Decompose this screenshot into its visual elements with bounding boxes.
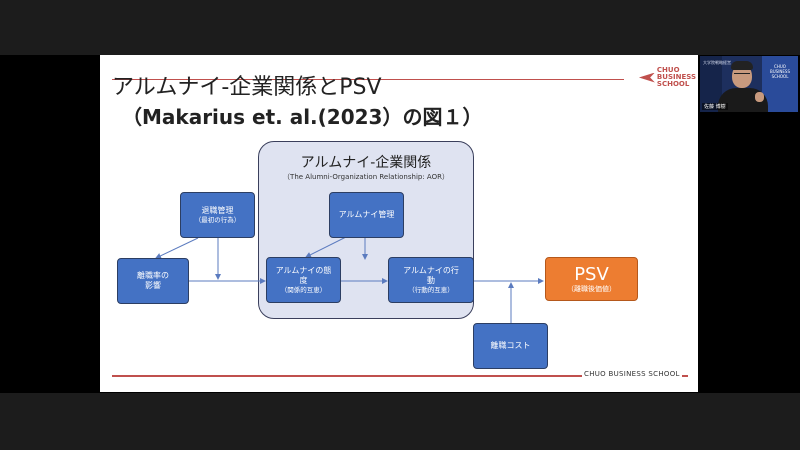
node-turnover-impact: 離職率の 影響 bbox=[117, 258, 189, 304]
meeting-top-bar bbox=[0, 0, 800, 55]
node-sublabel: （最初の行為） bbox=[194, 215, 241, 224]
node-label: アルムナイ管理 bbox=[338, 210, 395, 219]
node-label: 退職管理 bbox=[201, 205, 234, 215]
shared-slide: アルムナイ-企業関係とPSV （Makarius et. al.(2023）の図… bbox=[100, 55, 698, 392]
speaker-hand bbox=[755, 92, 764, 102]
psv-sublabel: （離職後価値） bbox=[567, 284, 616, 293]
speaker-hair bbox=[731, 61, 753, 70]
arrow-mgmt-to-attitude bbox=[305, 235, 349, 258]
aor-group-title: アルムナイ-企業関係 bbox=[300, 155, 432, 171]
title-rule bbox=[112, 79, 624, 80]
node-alumni-management: アルムナイ管理 bbox=[329, 192, 404, 238]
footer-brand: CHUO BUSINESS SCHOOL bbox=[582, 370, 682, 378]
cam-background-text: 大学院戦略経営 bbox=[703, 60, 731, 65]
node-label: アルムナイの態 bbox=[275, 265, 332, 275]
node-label-2: 影響 bbox=[145, 281, 161, 290]
footer-rule bbox=[112, 375, 688, 377]
speaker-glasses bbox=[734, 73, 750, 77]
logo-text-1: CHUO bbox=[656, 66, 680, 74]
arrow-retire-to-impact bbox=[155, 237, 199, 259]
node-retirement-management: 退職管理 （最初の行為） bbox=[180, 192, 255, 238]
webcam-video-tile[interactable]: 大学院戦略経営 CHUO BUSINESS SCHOOL 佐藤 博樹 bbox=[700, 56, 798, 112]
slide-subtitle: （Makarius et. al.(2023）の図１） bbox=[122, 105, 483, 129]
aor-group-subtitle: （The Alumni-Organization Relationship: A… bbox=[283, 173, 449, 181]
node-psv: PSV （離職後価値） bbox=[545, 257, 638, 301]
node-turnover-cost: 離職コスト bbox=[473, 323, 548, 369]
node-label: 離職率の bbox=[137, 271, 169, 280]
node-label-2: 動 bbox=[427, 275, 435, 285]
speaker-head bbox=[732, 64, 752, 88]
node-sublabel: （行動的互恵） bbox=[408, 285, 454, 294]
cam-background-left bbox=[700, 56, 722, 112]
diagram-arrows bbox=[155, 235, 544, 323]
node-alumni-behavior: アルムナイの行 動 （行動的互恵） bbox=[388, 257, 474, 303]
logo-text-2: BUSINESS bbox=[656, 73, 696, 81]
node-label: アルムナイの行 bbox=[403, 265, 459, 275]
logo-mark-icon bbox=[638, 72, 655, 83]
node-alumni-attitude: アルムナイの態 度 （関係的互恵） bbox=[266, 257, 341, 303]
slide-title: アルムナイ-企業関係とPSV bbox=[112, 75, 382, 100]
psv-label: PSV bbox=[574, 263, 609, 285]
node-label: 離職コスト bbox=[490, 341, 531, 350]
logo-text-3: SCHOOL bbox=[656, 80, 690, 88]
meeting-bottom-bar bbox=[0, 393, 800, 450]
node-sublabel: （関係的互恵） bbox=[280, 285, 327, 294]
chuo-logo: CHUO BUSINESS SCHOOL bbox=[626, 66, 696, 88]
participant-name: 佐藤 博樹 bbox=[702, 103, 728, 110]
cam-panel-text: CHUO BUSINESS SCHOOL bbox=[770, 64, 790, 79]
node-label-2: 度 bbox=[299, 275, 308, 285]
cam-background-panel bbox=[762, 56, 798, 112]
